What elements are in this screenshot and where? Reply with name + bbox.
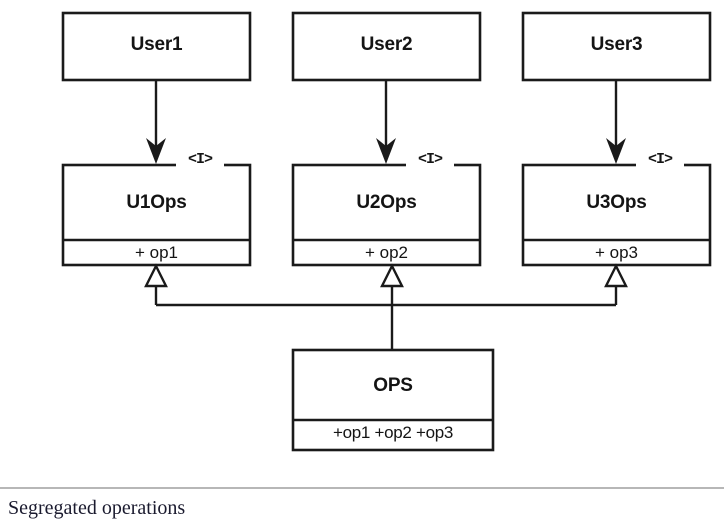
open-arrowhead-1 (146, 138, 166, 164)
stereotype-gap-u3ops (636, 159, 684, 171)
hollow-triangle-arrowhead-3 (604, 263, 628, 288)
class-box-user3 (521, 11, 712, 82)
dependency-user1-to-u1ops (146, 80, 166, 164)
dependency-user2-to-u2ops (376, 80, 396, 164)
class-box-user1 (61, 11, 252, 82)
hollow-triangle-arrowhead-1 (144, 263, 168, 288)
client-class-user3 (521, 11, 712, 82)
implementation-class-ops (291, 348, 495, 452)
class-box-user2 (291, 11, 482, 82)
interface-class-u2ops (291, 159, 482, 267)
stereotype-gap-u2ops (406, 159, 454, 171)
hollow-triangle-arrowhead-2 (380, 263, 404, 288)
class-box-u3ops (521, 163, 712, 267)
open-arrowhead-3 (606, 138, 626, 164)
stereotype-gap-u1ops (176, 159, 224, 171)
realization-ops-to-u3ops (604, 263, 628, 288)
open-arrowhead-2 (376, 138, 396, 164)
client-class-user1 (61, 11, 252, 82)
class-box-ops (291, 348, 495, 452)
dependency-user3-to-u3ops (606, 80, 626, 164)
client-class-user2 (291, 11, 482, 82)
interface-class-u3ops (521, 159, 712, 267)
class-box-u1ops (61, 163, 252, 267)
realization-ops-to-u2ops (380, 263, 404, 288)
interface-class-u1ops (61, 159, 252, 267)
realization-ops-to-u1ops (144, 263, 168, 288)
caption-divider (0, 487, 724, 489)
realization-connector-bus (154, 283, 618, 350)
figure-caption: Segregated operations (8, 497, 186, 519)
class-box-u2ops (291, 163, 482, 267)
uml-class-diagram (61, 11, 712, 452)
